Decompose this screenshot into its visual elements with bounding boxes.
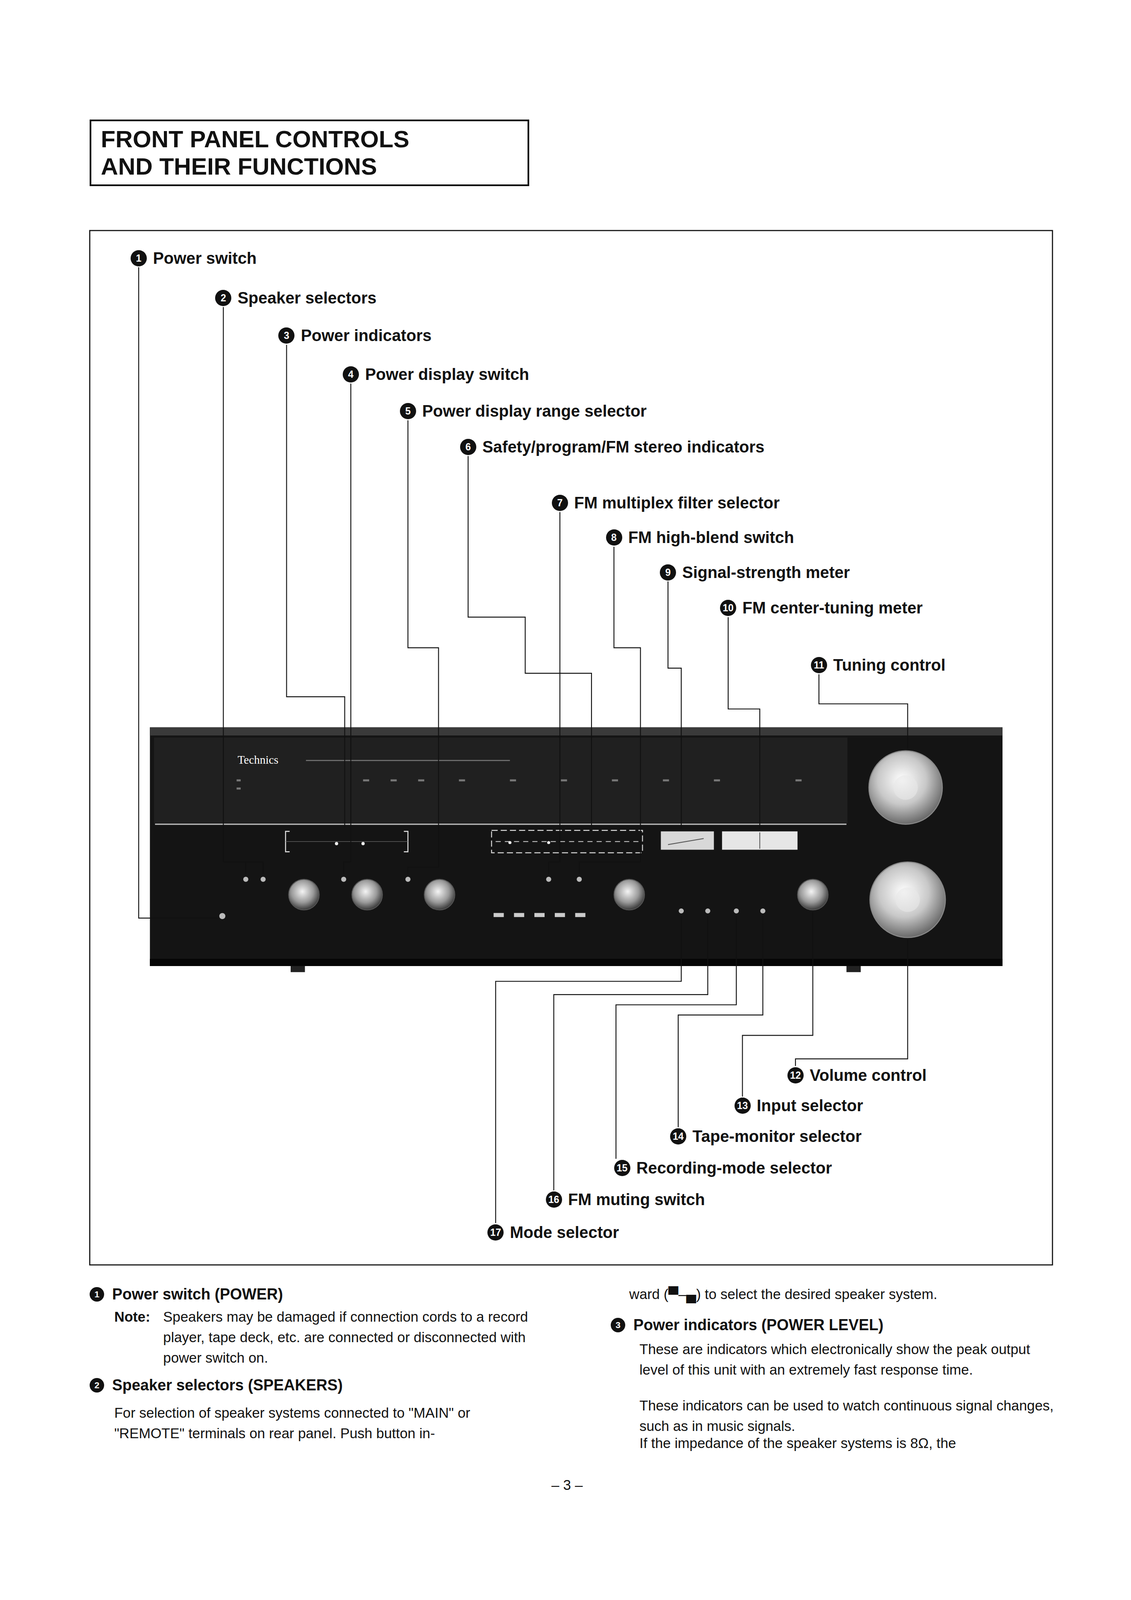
callout-label: FM muting switch <box>568 1189 706 1210</box>
leader-lines <box>138 267 908 1223</box>
callout-label: Recording-mode selector <box>636 1157 832 1178</box>
section-heading: Power switch (POWER) <box>112 1284 283 1304</box>
callout-number: 9 <box>659 564 677 581</box>
callout-label: Tape-monitor selector <box>692 1126 862 1146</box>
callout-label: Input selector <box>756 1095 863 1116</box>
callout-number: 2 <box>215 289 232 307</box>
callout-number: 16 <box>545 1191 563 1208</box>
page-title: FRONT PANEL CONTROLS AND THEIR FUNCTIONS <box>89 119 530 187</box>
callout-number: 14 <box>670 1128 687 1145</box>
callout-number: 1 <box>130 250 147 267</box>
page-number: – 3 – <box>551 1476 583 1493</box>
callout-number: 7 <box>551 494 569 511</box>
callout-label: Power display switch <box>364 364 529 385</box>
section-number: 3 <box>610 1317 626 1333</box>
callout-number: 10 <box>719 599 737 616</box>
section-number: 2 <box>89 1377 105 1393</box>
body-text: For selection of speaker systems connect… <box>114 1402 533 1444</box>
callout-number: 6 <box>460 438 477 455</box>
callout-label: FM center-tuning meter <box>742 597 923 618</box>
callout-label: Safety/program/FM stereo indicators <box>482 437 765 457</box>
callout-label: Power indicators <box>300 325 432 346</box>
body-text: Speakers may be damaged if connection co… <box>163 1306 531 1368</box>
receiver <box>149 727 1003 972</box>
callout-label: Power switch <box>152 248 257 269</box>
callout-number: 13 <box>734 1097 751 1114</box>
body-text: If the impedance of the speaker systems … <box>639 1432 1056 1454</box>
callout-label: Signal-strength meter <box>682 562 851 583</box>
callout-label: FM multiplex filter selector <box>574 492 780 513</box>
callout-number: 11 <box>810 656 828 674</box>
callout-number: 17 <box>487 1224 504 1241</box>
callout-label: Speaker selectors <box>237 288 377 308</box>
brand-name: Technics <box>237 753 279 767</box>
section-heading: Speaker selectors (SPEAKERS) <box>112 1375 343 1395</box>
body-text: These indicators can be used to watch co… <box>639 1395 1056 1437</box>
callout-label: Volume control <box>809 1065 927 1085</box>
callout-label: FM high-blend switch <box>628 527 794 548</box>
callout-number: 5 <box>399 402 417 420</box>
callout-number: 12 <box>787 1066 804 1084</box>
section-heading: Power indicators (POWER LEVEL) <box>633 1315 884 1335</box>
body-text: ward (▀–▄) to select the desired speaker… <box>629 1283 1056 1305</box>
callout-number: 4 <box>342 366 359 383</box>
callout-label: Tuning control <box>833 655 946 675</box>
note-label: Note: <box>114 1306 151 1327</box>
body-text: These are indicators which electronicall… <box>639 1338 1056 1380</box>
callout-label: Mode selector <box>510 1222 620 1242</box>
callout-number: 15 <box>614 1159 631 1176</box>
callout-label: Power display range selector <box>422 401 647 421</box>
section-number: 1 <box>89 1286 105 1302</box>
figure-frame <box>89 230 1053 1265</box>
callout-number: 3 <box>278 327 295 344</box>
callout-number: 8 <box>606 529 623 546</box>
